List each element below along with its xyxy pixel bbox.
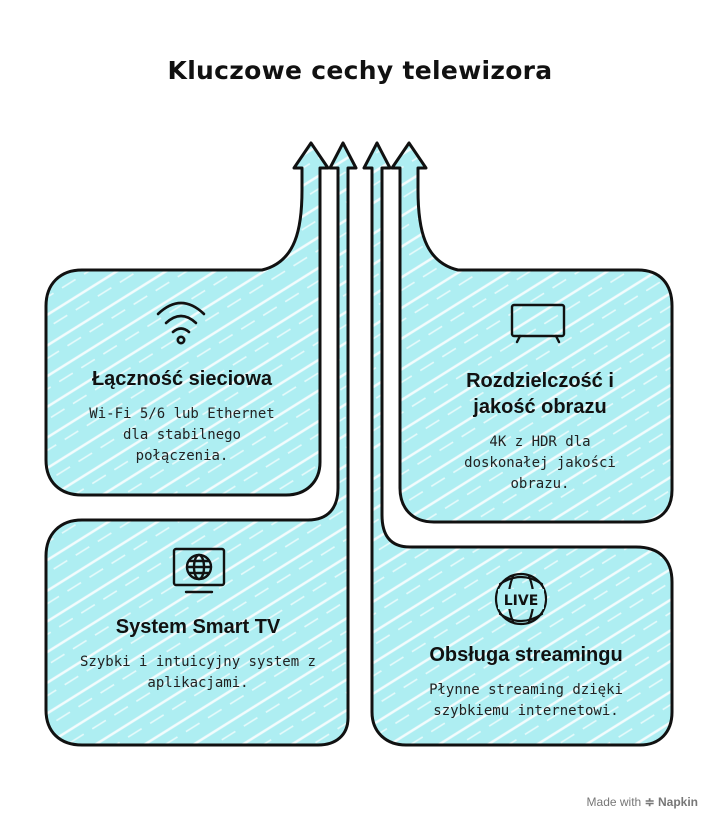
svg-text:LIVE: LIVE bbox=[504, 593, 539, 609]
napkin-logo-icon: ≑ bbox=[644, 795, 655, 809]
card-description: 4K z HDR dla doskonałej jakości obrazu. bbox=[464, 434, 616, 492]
globe-tv-icon bbox=[172, 547, 226, 594]
tv-screen-icon bbox=[510, 303, 566, 344]
footer-prefix: Made with bbox=[586, 795, 642, 809]
card-smart-text: System Smart TV Szybki i intuicyjny syst… bbox=[62, 614, 334, 694]
card-smart-shape bbox=[44, 141, 358, 747]
card-network-shape bbox=[44, 141, 330, 497]
footer-brand: Napkin bbox=[657, 795, 698, 809]
footer-credit: Made with ≑ Napkin bbox=[587, 795, 698, 809]
card-streaming-text: Obsługa streamingu Płynne streaming dzię… bbox=[396, 642, 656, 722]
card-streaming-shape bbox=[362, 141, 674, 747]
card-resolution-shape bbox=[390, 141, 674, 524]
card-description: Płynne streaming dzięki szybkiemu intern… bbox=[429, 682, 623, 719]
card-heading: Łączność sieciowa bbox=[91, 368, 273, 390]
card-network-text: Łączność sieciowa Wi-Fi 5/6 lub Ethernet… bbox=[62, 366, 302, 467]
diagram-title: Kluczowe cechy telewizora bbox=[167, 56, 553, 85]
wifi-icon bbox=[156, 301, 206, 345]
card-heading: Rozdzielczość i jakość obrazu bbox=[466, 370, 614, 418]
card-heading: Obsługa streamingu bbox=[429, 644, 623, 666]
live-globe-icon: LIVE bbox=[494, 572, 548, 626]
card-resolution-text: Rozdzielczość i jakość obrazu 4K z HDR d… bbox=[430, 368, 650, 495]
card-description: Szybki i intuicyjny system z aplikacjami… bbox=[79, 654, 316, 691]
card-heading: System Smart TV bbox=[115, 616, 281, 638]
card-description: Wi-Fi 5/6 lub Ethernet dla stabilnego po… bbox=[89, 406, 275, 464]
